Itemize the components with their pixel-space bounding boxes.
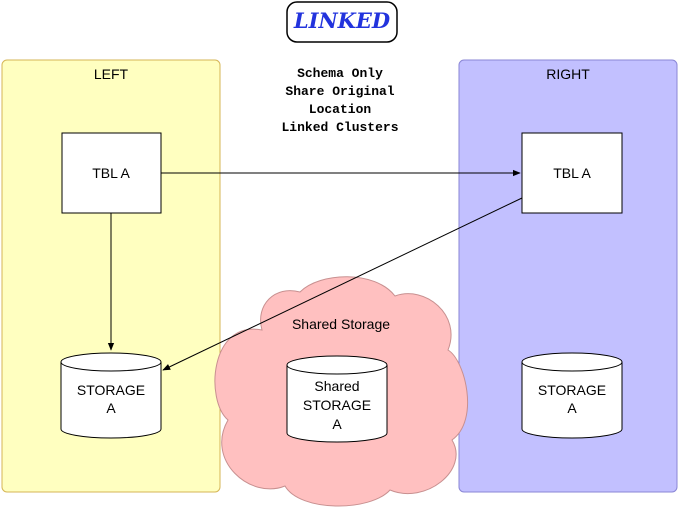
notes-block: Schema Only Share Original Location Link… — [281, 66, 398, 135]
right-cluster-label: RIGHT — [546, 66, 590, 82]
left-storage-line-1: STORAGE — [77, 382, 145, 398]
left-cluster-label: LEFT — [94, 66, 129, 82]
right-storage-line-1: STORAGE — [538, 382, 606, 398]
shared-storage-line-3: A — [332, 416, 342, 432]
title-box: LINKED — [286, 1, 398, 43]
shared-storage-line-1: Shared — [314, 378, 359, 394]
shared-storage-line-2: STORAGE — [303, 397, 371, 413]
title-text: LINKED — [293, 8, 391, 33]
note-line-1: Schema Only — [297, 66, 383, 81]
left-storage-line-2: A — [106, 400, 116, 416]
shared-storage-label: Shared Storage — [292, 316, 390, 332]
shared-storage-node: Shared STORAGE A — [286, 355, 388, 443]
left-table-label: TBL A — [92, 165, 130, 181]
right-table-node: TBL A — [521, 132, 623, 214]
left-table-node: TBL A — [61, 132, 162, 214]
right-table-label: TBL A — [553, 165, 591, 181]
arrow-right-table-to-left-storage — [162, 197, 523, 371]
note-line-2: Share Original — [285, 84, 394, 99]
right-storage-node: STORAGE A — [521, 352, 623, 439]
note-line-3: Location — [309, 102, 372, 117]
right-storage-line-2: A — [567, 400, 577, 416]
left-storage-node: STORAGE A — [60, 352, 162, 439]
note-line-4: Linked Clusters — [281, 120, 398, 135]
